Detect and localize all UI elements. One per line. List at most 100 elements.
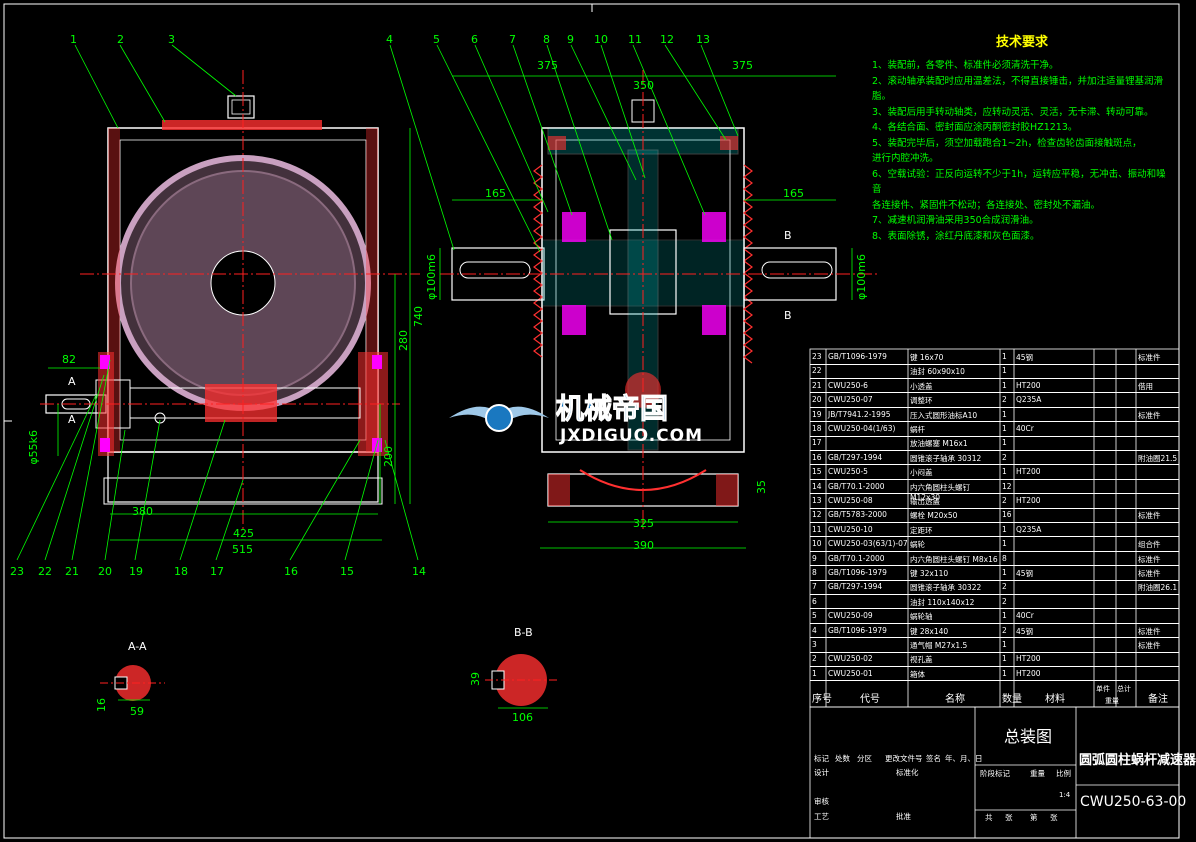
bom-cell-qty: 2	[1002, 582, 1007, 592]
bom-cell-no: 20	[812, 395, 822, 405]
dim-165-left: 165	[485, 187, 506, 200]
callout-4: 4	[386, 33, 393, 46]
bom-cell-no: 19	[812, 409, 822, 419]
dim-375-left: 375	[537, 59, 558, 72]
bom-cell-code: GB/T5783-2000	[828, 510, 887, 520]
bom-cell-qty: 12	[1002, 481, 1012, 491]
bom-cell-qty: 2	[1002, 596, 1007, 606]
bom-cell-no: 23	[812, 352, 822, 361]
title-block-stage-label: 重量	[1030, 769, 1045, 778]
dim-350: 350	[633, 79, 654, 92]
dim-16: 16	[95, 698, 108, 712]
dim-200: 200	[382, 446, 395, 467]
bom-cell-qty: 1	[1002, 640, 1007, 649]
bom-cell-name: 视孔盖	[910, 655, 933, 665]
bom-cell-no: 7	[812, 582, 817, 592]
side-view	[440, 70, 880, 530]
callout-10: 10	[594, 33, 608, 46]
bom-cell-qty: 1	[1002, 380, 1007, 390]
bom-cell-name: 油封 60x90x10	[910, 367, 965, 377]
bom-cell-qty: 8	[1002, 553, 1007, 563]
watermark-cn: 机械帝国	[555, 392, 669, 425]
callout-19: 19	[129, 565, 143, 578]
bom-cell-no: 2	[812, 654, 817, 664]
bom-cell-no: 1	[812, 668, 817, 678]
dim-390: 390	[633, 539, 654, 552]
title-block-label: 年、月、日	[945, 754, 983, 763]
bom-table-grid	[809, 348, 1180, 839]
dim-740: 740	[412, 306, 425, 327]
bom-cell-material: Q235A	[1016, 395, 1042, 405]
bom-cell-name: 内六角圆柱头螺钉 M8x16	[910, 554, 998, 564]
title-block-label: 处数	[835, 754, 850, 763]
bom-cell-material: 45钢	[1016, 353, 1034, 362]
bom-cell-note: 借用	[1138, 381, 1153, 391]
tech-requirement-item: 各连接件、紧固件不松动；各连接处、密封处不漏油。	[872, 199, 1101, 211]
bom-cell-code: GB/T1096-1979	[828, 352, 887, 361]
bom-cell-no: 8	[812, 568, 817, 577]
bom-cell-name: 键 16x70	[910, 353, 944, 362]
bom-cell-material: HT200	[1016, 668, 1041, 678]
watermark-en: JXDIGUO.COM	[560, 426, 704, 446]
bom-header-no: 序号	[812, 694, 832, 705]
bom-cell-name: 油封 110x140x12	[910, 597, 975, 607]
dim-515: 515	[232, 543, 253, 556]
bom-cell-no: 10	[812, 539, 822, 549]
title-block-label: 审核	[814, 797, 829, 806]
callout-11: 11	[628, 33, 642, 46]
product-name: 圆弧圆柱蜗杆减速器	[1079, 753, 1196, 768]
bom-cell-material: HT200	[1016, 380, 1041, 390]
bom-cell-code: GB/T70.1-2000	[828, 481, 885, 491]
callout-8: 8	[543, 33, 550, 46]
bom-cell-note: 标准件	[1138, 626, 1161, 636]
title-block-stage-label: 比例	[1056, 769, 1071, 778]
bom-cell-no: 18	[812, 424, 822, 433]
bom-cell-no: 15	[812, 467, 822, 477]
callout-9: 9	[567, 33, 574, 46]
dim-phi55: φ55k6	[27, 430, 40, 465]
bom-cell-code: CWU250-03(63/1)-07	[828, 539, 908, 549]
bom-cell-qty: 1	[1002, 409, 1007, 419]
bom-cell-name: 螺栓 M20x50	[910, 511, 958, 521]
bom-cell-code: CWU250-6	[828, 380, 868, 390]
title-block-label: 批准	[896, 812, 911, 821]
bom-cell-no: 13	[812, 496, 822, 505]
section-marker-a-bottom: A	[68, 413, 76, 426]
tech-requirement-item: 2、滚动轴承装配时应用温差法，不得直接锤击，并加注适量锂基润滑脂。	[872, 75, 1164, 103]
dim-280: 280	[397, 330, 410, 351]
bom-cell-material: HT200	[1016, 496, 1041, 505]
section-bb	[485, 654, 560, 706]
bom-cell-note: 标准件	[1138, 511, 1161, 521]
bom-cell-qty: 2	[1002, 395, 1007, 405]
bom-cell-material: 40Cr	[1016, 611, 1034, 621]
dim-106: 106	[512, 711, 533, 724]
bom-cell-code: CWU250-02	[828, 654, 873, 664]
drawing-title: 总装图	[1004, 727, 1053, 746]
title-block-sheet-label: 共	[985, 813, 993, 822]
bom-header-unit: 单件	[1096, 685, 1110, 693]
bom-header-qty: 数量	[1002, 694, 1022, 705]
bom-cell-qty: 1	[1002, 668, 1007, 678]
callout-leaders	[16, 44, 739, 561]
bom-cell-qty: 2	[1002, 452, 1007, 462]
bom-cell-qty: 1	[1002, 611, 1007, 621]
title-block-label: 分区	[857, 754, 872, 763]
bom-cell-qty: 16	[1002, 510, 1012, 520]
bom-cell-name: 定距环	[910, 525, 933, 535]
dim-82: 82	[62, 353, 76, 366]
bom-header-note: 备注	[1148, 694, 1168, 705]
dimension-lines	[48, 75, 853, 709]
dim-325: 325	[633, 517, 654, 530]
bom-cell-material: 40Cr	[1016, 424, 1034, 433]
